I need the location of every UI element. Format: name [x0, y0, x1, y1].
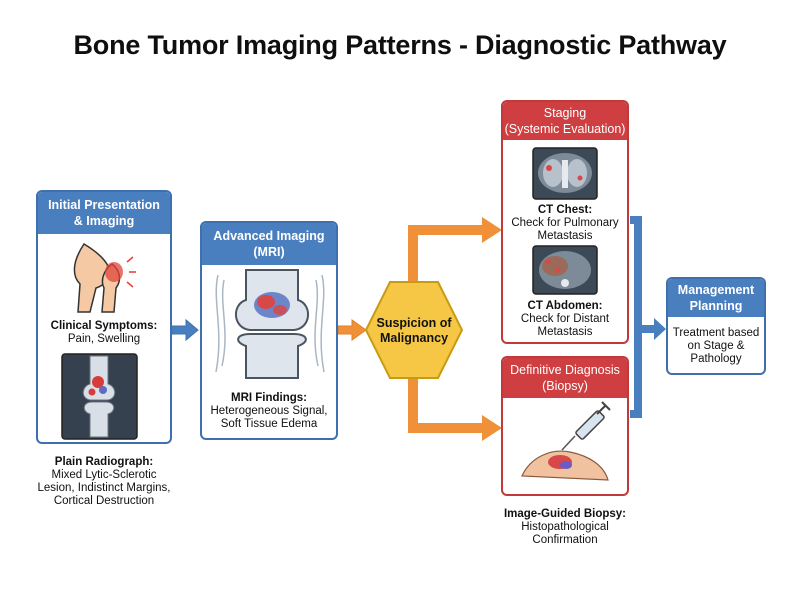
mri-findings-label: MRI Findings: Heterogeneous Signal, Soft…: [210, 392, 328, 430]
arrow-staging-to-management: [630, 216, 642, 330]
arrow-biopsy-to-management: [630, 330, 642, 418]
image-guided-biopsy-label: Image-Guided Biopsy: Histopathological C…: [503, 508, 627, 546]
page-title: Bone Tumor Imaging Patterns - Diagnostic…: [73, 30, 727, 60]
clinical-symptoms-label: Clinical Symptoms: Pain, Swelling: [50, 320, 158, 345]
arrow-suspicion-to-biopsy: [408, 378, 484, 433]
ct-abdomen-label: CT Abdomen: Check for Distant Metastasis: [520, 300, 610, 338]
staging-box: Staging (Systemic Evaluation): [501, 100, 629, 344]
ct-chest-label: CT Chest: Check for Pulmonary Metastasis: [511, 204, 619, 242]
mri-knee-icon: [215, 269, 325, 379]
arrow-initial-to-mri: [171, 318, 199, 342]
initial-header-line2: & Imaging: [73, 214, 135, 228]
initial-header-line1: Initial Presentation: [48, 198, 160, 212]
knee-pain-icon: [73, 242, 136, 313]
initial-presentation-box: Initial Presentation & Imaging: [36, 190, 172, 444]
management-label: Treatment based on Stage & Pathology: [672, 327, 760, 365]
plain-radiograph-icon: [61, 353, 138, 440]
ct-abdomen-icon: [532, 245, 598, 295]
management-planning-box: Management Planning: [666, 277, 766, 375]
arrow-suspicion-to-staging: [408, 225, 484, 282]
definitive-diagnosis-box: Definitive Diagnosis (Biopsy): [501, 356, 629, 496]
ct-chest-icon: [532, 147, 598, 200]
biopsy-syringe-icon: [521, 401, 611, 481]
plain-radiograph-label: Plain Radiograph: Mixed Lytic-Sclerotic …: [37, 456, 171, 507]
suspicion-label: Suspicion of Malignancy: [376, 316, 452, 345]
arrow-mri-to-suspicion: [337, 319, 367, 341]
